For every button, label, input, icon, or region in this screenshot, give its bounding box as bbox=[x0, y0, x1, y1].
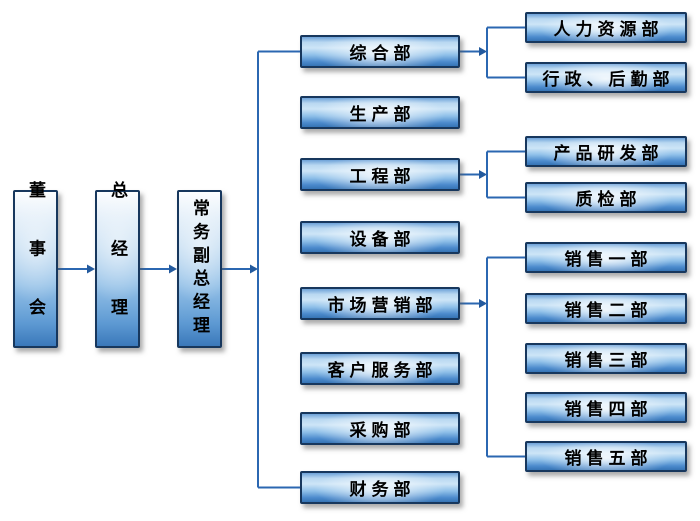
org-node-label: 财务部 bbox=[349, 480, 416, 500]
org-node-yingxiao[interactable]: 市场营销部 bbox=[300, 287, 460, 320]
org-node-label: 综合部 bbox=[349, 44, 416, 64]
org-node-kefu[interactable]: 客户服务部 bbox=[300, 352, 460, 385]
arrowhead-icon bbox=[479, 47, 487, 56]
org-node-label: 销售五部 bbox=[564, 449, 653, 469]
org-node-xiaoshou1[interactable]: 销售一部 bbox=[525, 242, 687, 273]
arrowhead-icon bbox=[250, 264, 258, 274]
org-node-label: 行政、后勤部 bbox=[542, 70, 675, 90]
arrowhead-icon bbox=[169, 264, 177, 274]
org-node-gongcheng[interactable]: 工程部 bbox=[300, 158, 460, 191]
org-node-houqin[interactable]: 行政、后勤部 bbox=[525, 62, 687, 93]
arrowhead-icon bbox=[479, 299, 487, 308]
org-node-renliziyuan[interactable]: 人力资源部 bbox=[525, 12, 687, 43]
org-node-xiaoshou5[interactable]: 销售五部 bbox=[525, 441, 687, 472]
org-node-changwufuzong[interactable]: 常务副总经理 bbox=[177, 190, 222, 348]
arrowhead-icon bbox=[479, 170, 487, 179]
org-node-zongjingli[interactable]: 总经理 bbox=[95, 181, 140, 357]
org-node-label: 产品研发部 bbox=[553, 144, 664, 164]
org-node-yanfa[interactable]: 产品研发部 bbox=[525, 136, 687, 167]
org-node-zhijian[interactable]: 质检部 bbox=[525, 182, 687, 213]
org-node-label: 销售二部 bbox=[564, 301, 653, 321]
org-node-label: 人力资源部 bbox=[553, 20, 664, 40]
org-node-label: 客户服务部 bbox=[327, 361, 438, 381]
org-node-label: 销售三部 bbox=[564, 351, 653, 371]
org-node-dongshihui[interactable]: 董事会 bbox=[13, 181, 58, 357]
org-node-zonghe[interactable]: 综合部 bbox=[300, 35, 460, 68]
org-node-shengchan[interactable]: 生产部 bbox=[300, 96, 460, 129]
org-node-label: 销售四部 bbox=[564, 400, 653, 420]
org-node-label: 总经理 bbox=[107, 181, 127, 357]
org-node-label: 采购部 bbox=[349, 421, 416, 441]
org-node-label: 生产部 bbox=[349, 105, 416, 125]
org-node-caigou[interactable]: 采购部 bbox=[300, 412, 460, 445]
org-node-xiaoshou3[interactable]: 销售三部 bbox=[525, 343, 687, 374]
org-node-xiaoshou4[interactable]: 销售四部 bbox=[525, 392, 687, 423]
org-node-caiwu[interactable]: 财务部 bbox=[300, 471, 460, 504]
arrowhead-icon bbox=[87, 264, 95, 274]
org-node-label: 销售一部 bbox=[564, 250, 653, 270]
org-node-label: 董事会 bbox=[25, 181, 45, 357]
org-node-label: 工程部 bbox=[349, 167, 416, 187]
org-node-label: 设备部 bbox=[349, 230, 416, 250]
org-node-xiaoshou2[interactable]: 销售二部 bbox=[525, 293, 687, 324]
org-node-label: 常务副总经理 bbox=[189, 198, 209, 340]
org-node-label: 质检部 bbox=[575, 190, 642, 210]
org-node-label: 市场营销部 bbox=[327, 296, 438, 316]
org-node-shebei[interactable]: 设备部 bbox=[300, 221, 460, 254]
